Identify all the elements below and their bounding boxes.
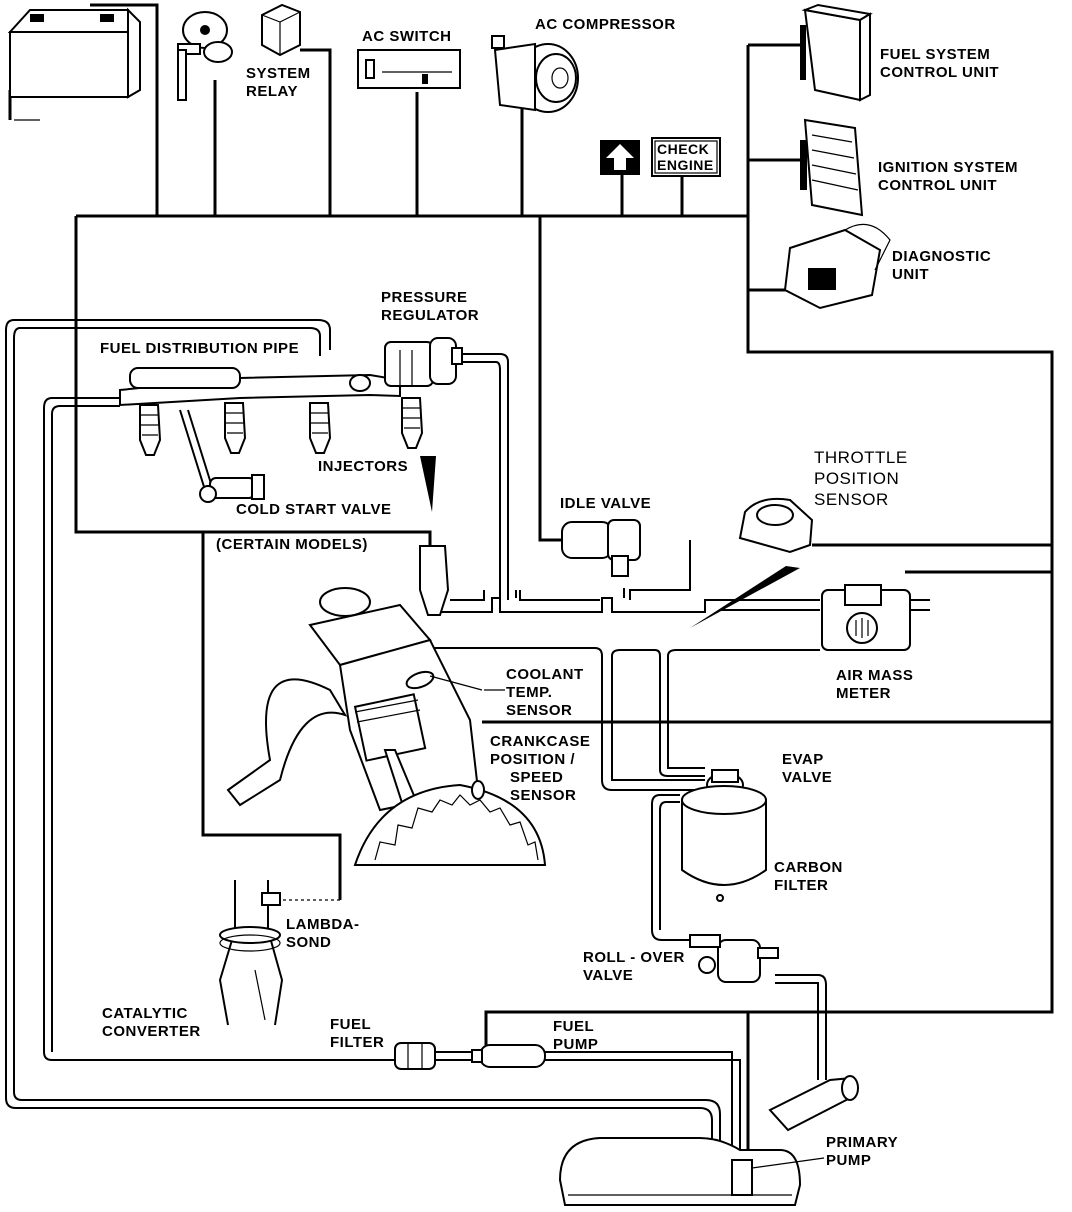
label-throttle-position-sensor: THROTTLE POSITION SENSOR xyxy=(814,448,913,509)
label-fuel-filter: FUEL FILTER xyxy=(330,1016,384,1051)
fuel-system-control-unit xyxy=(800,3,873,102)
label-diagnostic-unit: DIAGNOSTIC UNIT xyxy=(892,248,996,283)
carbon-filter xyxy=(681,785,767,902)
battery xyxy=(7,7,141,121)
diagnostic-unit xyxy=(783,223,891,310)
label-air-mass-meter: AIR MASS METER xyxy=(836,667,918,702)
ac-compressor xyxy=(491,35,579,113)
coolant-temp-sensor xyxy=(405,670,483,691)
label-system-relay: SYSTEM RELAY xyxy=(246,65,315,100)
fuel-tank xyxy=(558,1075,859,1206)
throttle-position-sensor xyxy=(690,497,814,628)
label-crankcase-sensor: CRANKCASE POSITION / SPEED SENSOR xyxy=(490,733,595,804)
upshift-arrow-icon xyxy=(606,144,634,170)
catalytic-converter xyxy=(218,880,284,1026)
ac-switch xyxy=(357,49,461,89)
injector-4 xyxy=(401,397,424,449)
ignition-system-control-unit xyxy=(800,118,864,217)
fuel-lines xyxy=(5,319,827,1190)
labels: SYSTEM RELAY AC SWITCH AC COMPRESSOR CHE… xyxy=(100,16,1023,1169)
injector-3 xyxy=(309,402,332,454)
label-injectors: INJECTORS xyxy=(318,458,408,475)
label-fuel-system-control-unit: FUEL SYSTEM CONTROL UNIT xyxy=(880,46,999,81)
label-cold-start-valve: COLD START VALVE xyxy=(236,501,392,518)
label-idle-valve: IDLE VALVE xyxy=(560,495,651,512)
injector-spray xyxy=(420,456,436,512)
air-mass-meter xyxy=(720,584,930,651)
label-ac-switch: AC SWITCH xyxy=(362,28,452,45)
label-ignition-system-control-unit: IGNITION SYSTEM CONTROL UNIT xyxy=(878,159,1023,194)
throttle-pointer xyxy=(690,566,800,628)
cold-start-valve xyxy=(199,474,265,503)
system-relay xyxy=(261,3,301,57)
label-primary-pump: PRIMARY PUMP xyxy=(826,1134,903,1169)
leader-lines xyxy=(484,689,825,1169)
injectors xyxy=(139,397,450,616)
label-certain-models: (CERTAIN MODELS) xyxy=(216,536,368,553)
label-lambda-sond: LAMBDA- SOND xyxy=(286,916,364,951)
injector-2 xyxy=(224,402,247,454)
wiring-harness xyxy=(8,3,1054,1170)
pressure-regulator xyxy=(384,337,463,387)
fuel-distribution-pipe xyxy=(119,367,401,407)
fuel-filter xyxy=(394,1042,436,1070)
label-carbon-filter: CARBON FILTER xyxy=(774,859,848,894)
label-check-engine: CHECK ENGINE xyxy=(657,141,714,173)
label-roll-over-valve: ROLL - OVER VALVE xyxy=(583,949,690,984)
idle-valve xyxy=(561,519,641,577)
check-engine-lamp xyxy=(600,137,721,177)
label-evap-valve: EVAP VALVE xyxy=(782,751,832,786)
injector-1 xyxy=(139,404,162,456)
label-ac-compressor: AC COMPRESSOR xyxy=(535,16,676,33)
injector-on-engine xyxy=(419,545,450,616)
label-fuel-pump: FUEL PUMP xyxy=(553,1018,599,1053)
label-pressure-regulator: PRESSURE REGULATOR xyxy=(381,289,479,324)
label-coolant-temp-sensor: COOLANT TEMP. SENSOR xyxy=(506,666,588,719)
label-catalytic-converter: CATALYTIC CONVERTER xyxy=(102,1005,201,1040)
primary-pump-body xyxy=(731,1159,753,1196)
label-fuel-distribution-pipe: FUEL DISTRIBUTION PIPE xyxy=(100,340,299,357)
engine-block xyxy=(226,587,547,866)
fuel-pump xyxy=(471,1044,546,1068)
ignition-switch xyxy=(177,11,233,101)
roll-over-valve xyxy=(689,934,779,983)
